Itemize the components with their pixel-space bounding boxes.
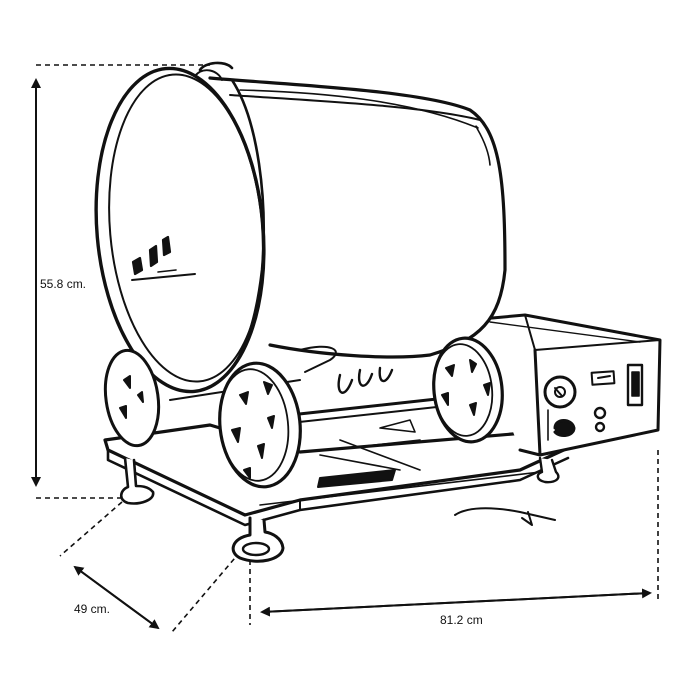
depth-dimension bbox=[59, 501, 241, 633]
width-dimension bbox=[249, 450, 659, 625]
motor-control-box bbox=[468, 313, 662, 457]
tumbler-drum bbox=[194, 61, 507, 359]
width-label: 81.2 cm bbox=[440, 613, 483, 627]
roller-front-right bbox=[432, 336, 504, 444]
depth-label: 49 cm. bbox=[74, 602, 111, 616]
roller-back-left bbox=[103, 348, 161, 448]
tumbler-machine bbox=[94, 61, 662, 563]
gauge-icon bbox=[543, 375, 577, 409]
height-label: 55.8 cm. bbox=[40, 277, 87, 291]
roller-front-left bbox=[218, 361, 302, 489]
height-dimension bbox=[31, 64, 210, 499]
base-feet bbox=[119, 456, 560, 563]
drum-lid bbox=[94, 66, 266, 394]
roller-back-right bbox=[337, 366, 394, 394]
